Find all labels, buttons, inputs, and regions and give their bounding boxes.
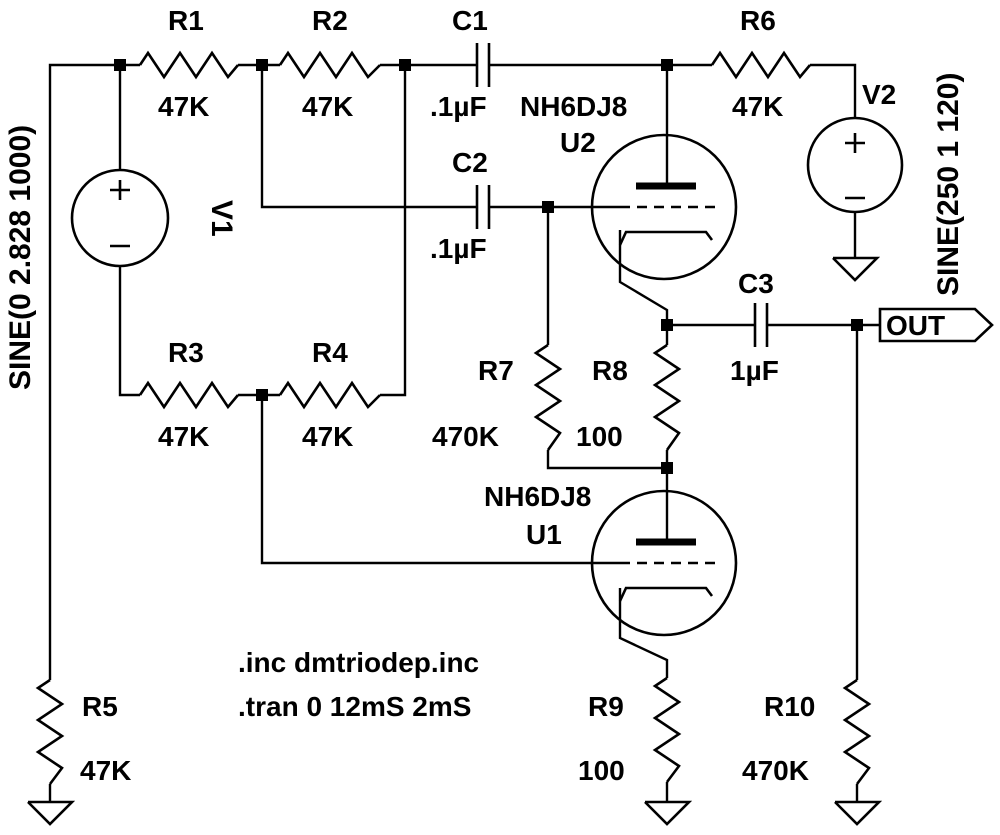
capacitor-c2 <box>475 185 491 229</box>
r6-value: 47K <box>732 91 783 122</box>
r8-value: 100 <box>576 421 623 452</box>
ground-icon <box>832 256 881 282</box>
v1-name: V1 <box>205 200 238 237</box>
r3-name: R3 <box>168 337 204 368</box>
v1-value: SINE(0 2.828 1000) <box>4 125 37 390</box>
r2-value: 47K <box>302 91 353 122</box>
r7-name: R7 <box>478 355 514 386</box>
v2-name: V2 <box>862 79 896 110</box>
voltage-source-v1 <box>70 168 170 268</box>
triode-u2 <box>590 133 738 281</box>
junction <box>661 319 673 331</box>
r9-value: 100 <box>578 755 625 786</box>
wire-r2c1-to-r4 <box>380 65 407 397</box>
junction <box>542 201 554 213</box>
resistor-r2 <box>278 50 381 80</box>
c2-value: .1µF <box>430 233 487 264</box>
u2-model: NH6DJ8 <box>520 91 627 122</box>
junctions <box>114 59 863 474</box>
resistor-r5 <box>35 678 65 785</box>
r9-name: R9 <box>588 691 624 722</box>
wire-left-top <box>48 63 140 680</box>
resistor-r9 <box>652 676 682 783</box>
wire-r1r2-to-c2 <box>260 65 477 209</box>
output-port-flag <box>878 307 994 343</box>
ground-icon <box>834 800 883 826</box>
c3-value: 1µF <box>730 355 779 386</box>
resistor-r6 <box>710 50 811 80</box>
r7-value: 470K <box>432 421 499 452</box>
wire-u2-cathode <box>618 230 669 345</box>
r8-name: R8 <box>592 355 628 386</box>
ground-icon <box>644 800 693 826</box>
resistor-r1 <box>138 50 239 80</box>
r5-name: R5 <box>82 691 118 722</box>
u1-name: U1 <box>526 519 562 550</box>
junction <box>661 462 673 474</box>
directive-tran: .tran 0 12mS 2mS <box>238 691 471 722</box>
r4-value: 47K <box>302 421 353 452</box>
r1-name: R1 <box>168 5 204 36</box>
wires <box>48 63 880 680</box>
output-port-label: OUT <box>886 310 945 341</box>
triode-u1 <box>590 489 738 637</box>
u1-model: NH6DJ8 <box>484 481 591 512</box>
junction <box>256 389 268 401</box>
cathode <box>618 586 714 602</box>
wire-r6-v2 <box>810 63 857 118</box>
c2-name: C2 <box>452 147 488 178</box>
resistor-r7 <box>533 343 563 451</box>
r10-name: R10 <box>764 691 815 722</box>
r3-value: 47K <box>158 421 209 452</box>
directive-include: .inc dmtriodep.inc <box>238 647 479 678</box>
r2-name: R2 <box>312 5 348 36</box>
wire-r3r4-to-u1grid <box>260 395 620 565</box>
resistor-r8 <box>652 343 682 451</box>
r10-value: 470K <box>742 755 809 786</box>
cathode <box>618 230 714 246</box>
ground-icon <box>27 800 76 826</box>
capacitor-c3 <box>753 303 769 347</box>
r1-value: 47K <box>158 91 209 122</box>
resistor-r4 <box>278 380 381 410</box>
capacitor-c1 <box>475 43 491 87</box>
junction <box>256 59 268 71</box>
c1-value: .1µF <box>430 91 487 122</box>
r4-name: R4 <box>312 337 348 368</box>
r5-value: 47K <box>80 755 131 786</box>
junction <box>851 319 863 331</box>
resistor-r3 <box>138 380 239 410</box>
c1-name: C1 <box>452 5 488 36</box>
junction <box>399 59 411 71</box>
c3-name: C3 <box>738 268 774 299</box>
resistor-r10 <box>842 678 872 785</box>
u2-name: U2 <box>560 127 596 158</box>
v2-value: SINE(250 1 120) <box>932 73 965 296</box>
voltage-source-v2 <box>806 116 904 214</box>
wire-v1-bottom <box>118 266 140 397</box>
junction <box>114 59 126 71</box>
r6-name: R6 <box>740 5 776 36</box>
wire-u1-cathode <box>618 588 669 678</box>
wire-r7-bottom <box>546 450 667 470</box>
junction <box>661 59 673 71</box>
